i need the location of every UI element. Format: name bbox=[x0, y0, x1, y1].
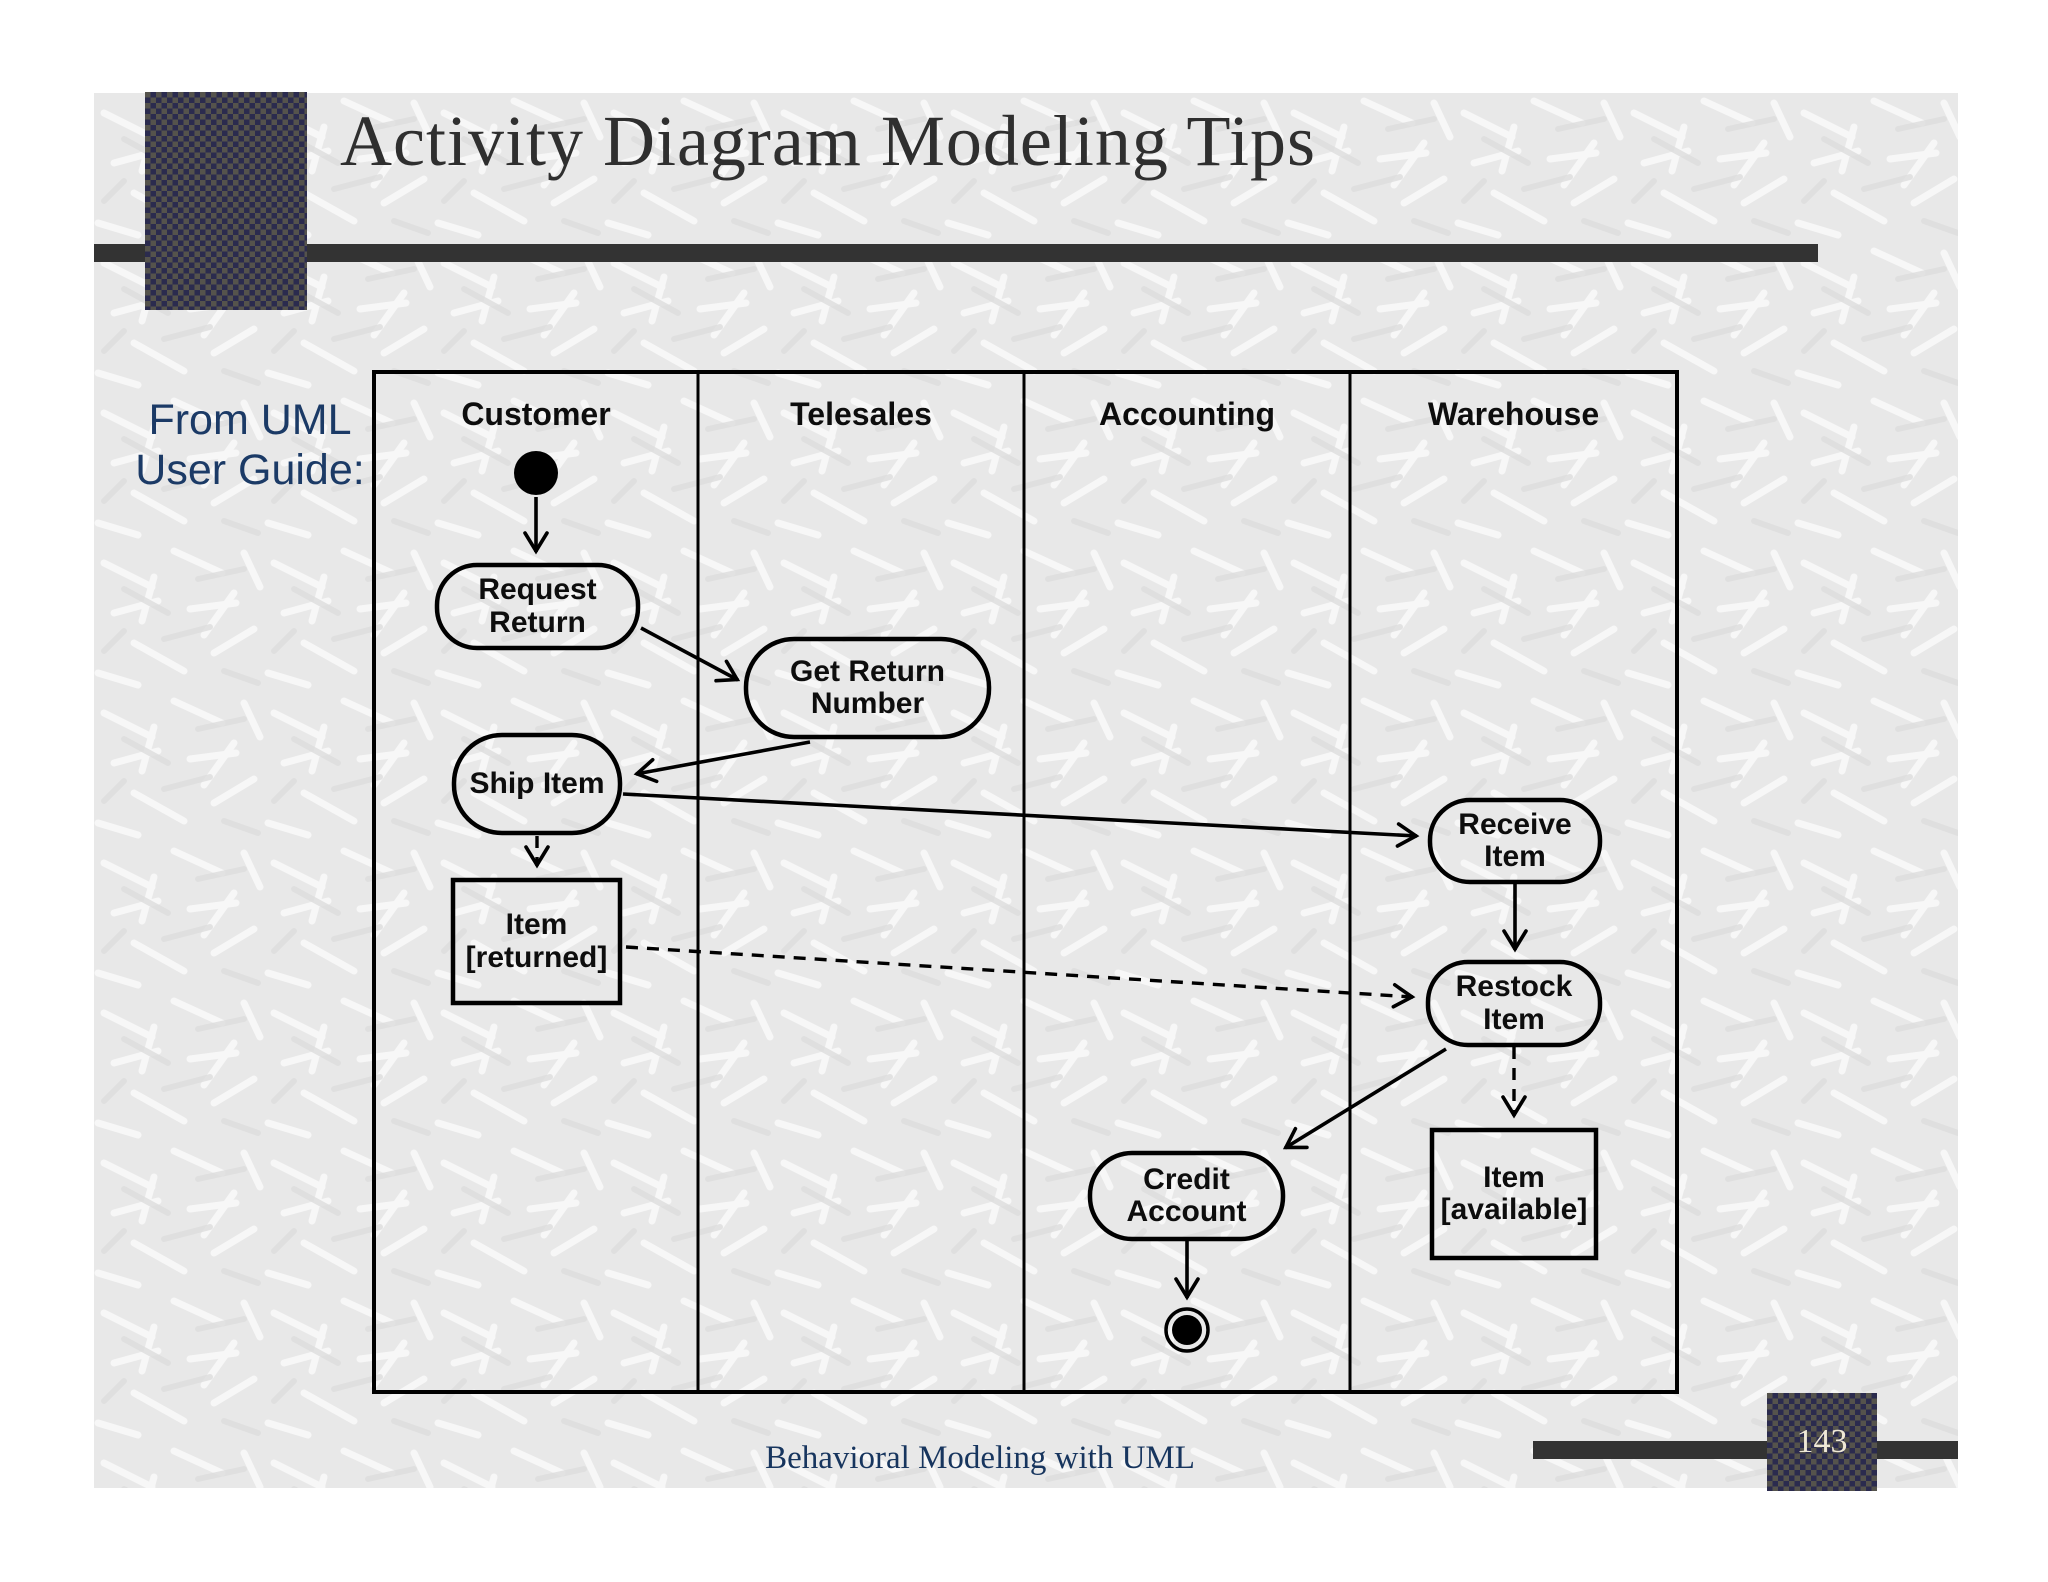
activity-ship-item bbox=[451, 732, 623, 836]
activity-get-return-number bbox=[743, 636, 992, 740]
edge-item-returned-to-restock-item bbox=[625, 945, 1416, 1009]
title-underline-bar bbox=[94, 244, 1818, 262]
label-item-returned: Item [returned] bbox=[465, 908, 608, 974]
object-item-returned bbox=[450, 877, 623, 1006]
object-item-available bbox=[1429, 1127, 1599, 1261]
label-restock-item: Restock Item bbox=[1455, 970, 1573, 1036]
label-ship-item: Ship Item bbox=[469, 766, 605, 800]
label-request-return: Request Return bbox=[478, 573, 597, 639]
activity-request-return bbox=[434, 562, 641, 651]
final-state-node bbox=[1164, 1307, 1210, 1353]
footer-text: Behavioral Modeling with UML bbox=[765, 1440, 1195, 1476]
page-number: 143 bbox=[1796, 1423, 1848, 1460]
lane-header-warehouse: Warehouse bbox=[1427, 395, 1600, 432]
page-number-badge: 143 bbox=[1767, 1393, 1877, 1491]
activity-credit-account bbox=[1087, 1150, 1286, 1242]
slide-title: Activity Diagram Modeling Tips bbox=[340, 101, 1317, 181]
label-get-return-number: Get Return Number bbox=[789, 654, 945, 720]
decorative-checker-square-top bbox=[145, 92, 307, 310]
initial-state-node bbox=[514, 451, 558, 495]
label-item-available: Item [available] bbox=[1440, 1160, 1588, 1226]
lane-header-accounting: Accounting bbox=[1099, 395, 1275, 432]
lane-header-telesales: Telesales bbox=[790, 395, 932, 432]
side-note: From UML User Guide: bbox=[135, 396, 365, 494]
slide-texture-background bbox=[94, 93, 1958, 1488]
label-credit-account: Credit Account bbox=[1126, 1162, 1247, 1228]
activity-receive-item bbox=[1427, 797, 1603, 885]
edge-restock-item-to-credit-account bbox=[1282, 1047, 1447, 1150]
edge-request-return-to-get-return-number bbox=[640, 626, 741, 683]
edge-ship-item-to-receive-item bbox=[622, 792, 1420, 848]
label-receive-item: Receive Item bbox=[1458, 807, 1572, 873]
edge-get-return-number-to-ship-item bbox=[633, 740, 811, 784]
activity-restock-item bbox=[1425, 959, 1603, 1048]
lane-header-customer: Customer bbox=[461, 395, 611, 432]
